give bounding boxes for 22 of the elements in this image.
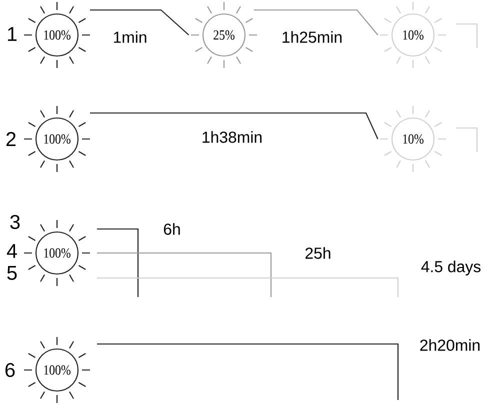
- row-number: 1: [8, 27, 17, 41]
- edge-label: 25h: [304, 246, 332, 260]
- connector-line: [90, 9, 190, 36]
- edge-label: 4.5 days: [420, 260, 482, 276]
- edge-label: 1h25min: [280, 30, 344, 44]
- connector-line: [97, 252, 272, 297]
- connector-line: [456, 23, 478, 48]
- edge-label: 6h: [162, 222, 182, 236]
- row-number: 2: [6, 132, 16, 146]
- connector-line: [456, 127, 478, 152]
- connector-line: [97, 228, 139, 297]
- row-number: 5: [7, 266, 17, 280]
- row-number: 6: [5, 362, 15, 378]
- edge-label: 1min: [112, 30, 148, 44]
- edge-label: 1h38min: [200, 130, 264, 144]
- connector-line: [90, 112, 378, 140]
- connector-line: [254, 9, 378, 36]
- edge-label: 2h20min: [418, 338, 482, 352]
- connector-line: [97, 277, 399, 297]
- row-number: 4: [6, 244, 17, 258]
- row-number: 3: [10, 214, 20, 230]
- connector-line: [97, 343, 399, 400]
